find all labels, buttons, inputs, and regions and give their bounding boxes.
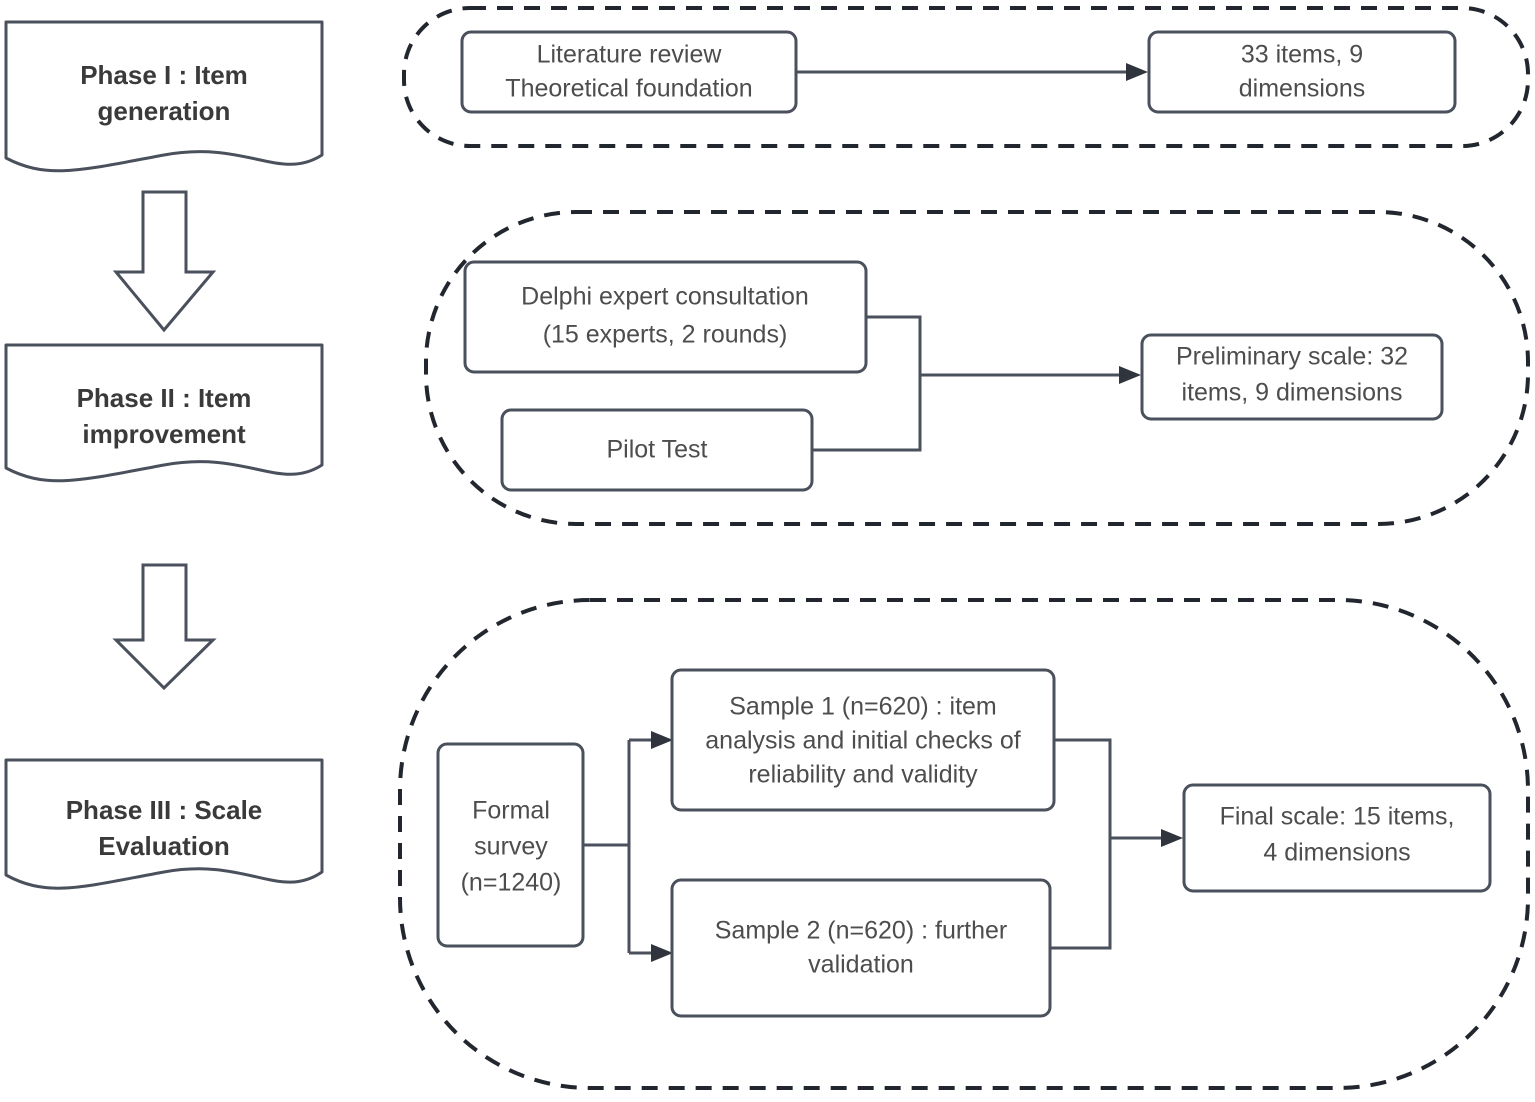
node-formal-survey: Formal survey (n=1240) [436,742,585,948]
node-final-scale: Final scale: 15 items, 4 dimensions [1182,783,1492,893]
node-preliminary-scale-box [1140,333,1444,421]
node-preliminary-scale: Preliminary scale: 32 items, 9 dimension… [1140,333,1444,421]
node-preliminary-scale-line2: items, 9 dimensions [1182,379,1403,407]
node-sample-2-box [670,878,1052,1018]
node-sample-2-line2: validation [808,951,914,979]
phase-1-group-container [402,6,1530,148]
phase-2-group-container [424,210,1530,526]
connector-literature-to-items [796,63,1148,81]
phase-3-group-container [398,598,1530,1090]
node-literature-review-line2: Theoretical foundation [505,75,752,103]
node-literature-review: Literature review Theoretical foundation [460,30,798,114]
node-final-scale-line1: Final scale: 15 items, [1220,803,1455,831]
phase-2-document-shape: Phase II : Item improvement [4,343,324,483]
phase-1-to-phase-2-block-arrow [112,190,217,333]
node-preliminary-scale-line1: Preliminary scale: 32 [1176,343,1408,371]
node-sample-1-line3: reliability and validity [748,761,978,789]
phase-3-title-line1: Phase III : Scale [66,795,263,825]
node-items-33-line1: 33 items, 9 [1241,41,1363,69]
node-pilot-test: Pilot Test [500,408,814,492]
node-items-33-line2: dimensions [1239,75,1365,103]
phase-1-title-line2: generation [98,96,231,126]
node-final-scale-box [1182,783,1492,893]
phase-2-title-line1: Phase II : Item [77,383,252,413]
node-delphi-consultation-line1: Delphi expert consultation [521,283,809,311]
node-items-33-box [1147,30,1457,114]
node-items-33: 33 items, 9 dimensions [1147,30,1457,114]
phase-3-title-line2: Evaluation [98,831,229,861]
node-delphi-consultation-box [463,260,868,374]
node-sample-2-line1: Sample 2 (n=620) : further [715,917,1008,945]
phase-1-document-shape: Phase I : Item generation [4,20,324,173]
node-formal-survey-line2: survey [474,833,548,861]
node-delphi-consultation: Delphi expert consultation (15 experts, … [463,260,868,374]
node-sample-1: Sample 1 (n=620) : item analysis and ini… [670,668,1056,812]
node-delphi-consultation-line2: (15 experts, 2 rounds) [543,321,788,349]
node-formal-survey-line3: (n=1240) [461,869,562,897]
phase-1-title-line1: Phase I : Item [80,60,248,90]
node-literature-review-line1: Literature review [537,41,723,69]
node-sample-2: Sample 2 (n=620) : further validation [670,878,1052,1018]
phase-2-title-line2: improvement [82,419,246,449]
node-pilot-test-line1: Pilot Test [607,436,708,464]
phase-3-document-shape: Phase III : Scale Evaluation [4,758,324,890]
connector-phase-3-merge [1050,738,1183,950]
connector-phase-2-merge [812,315,1141,452]
phase-2-to-phase-3-block-arrow [112,563,217,691]
node-final-scale-line2: 4 dimensions [1263,839,1410,867]
node-formal-survey-line1: Formal [472,797,550,825]
node-sample-1-line1: Sample 1 (n=620) : item [729,693,997,721]
node-sample-1-line2: analysis and initial checks of [705,727,1020,755]
connector-phase-3-split [583,731,673,962]
